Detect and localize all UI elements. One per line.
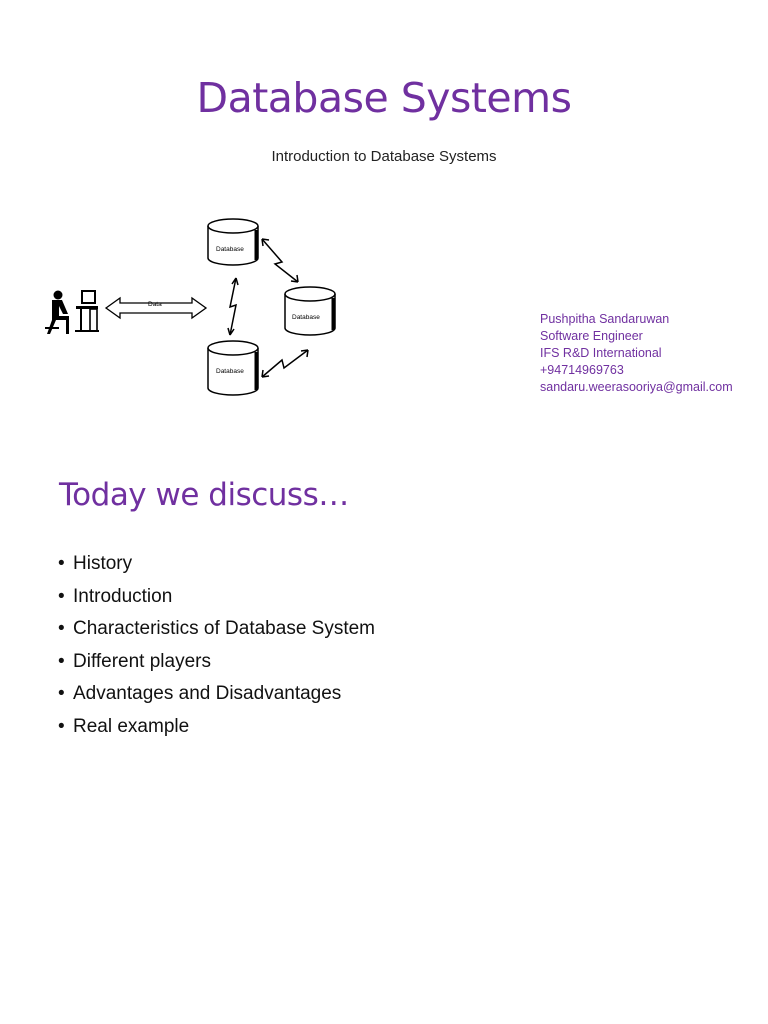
db-label-right: Database [292,314,320,321]
link-top-bottom [227,277,239,336]
presenter-company: IFS R&D International [540,346,662,360]
database-cylinder-right: Database [284,286,336,336]
db-label-bottom: Database [216,368,244,375]
list-item: •Different players [58,646,375,679]
list-item: •Real example [58,711,375,744]
bullet-icon: • [58,585,65,607]
agenda-heading: Today we discuss… [59,477,349,513]
agenda-slide: Today we discuss… •History •Introduction… [0,460,768,1024]
user-workstation-icon [45,290,99,334]
presenter-contact: Pushpitha Sandaruwan Software Engineer I… [540,311,733,396]
list-item: •Advantages and Disadvantages [58,678,375,711]
bullet-icon: • [58,553,65,574]
agenda-list: •History •Introduction •Characteristics … [58,548,375,743]
list-item: •Characteristics of Database System [58,613,375,646]
title-slide: Database Systems Introduction to Databas… [0,0,768,440]
bullet-icon: • [58,715,65,737]
bullet-icon: • [58,683,65,704]
slide-title: Database Systems [196,74,572,122]
list-item: •Introduction [58,581,375,614]
list-item: •History [58,548,375,581]
link-bottom-right [261,349,309,378]
presenter-email: sandaru.weerasooriya@gmail.com [540,380,733,394]
db-label-top: Database [216,246,244,253]
link-top-right [261,238,299,283]
data-arrow: Data [104,296,208,320]
database-diagram: Data Database Database Database [45,218,336,396]
slide-subtitle: Introduction to Database Systems [271,148,497,165]
data-label: Data [148,301,162,308]
database-cylinder-top: Database [207,218,259,266]
bullet-icon: • [58,650,65,672]
presenter-role: Software Engineer [540,329,643,343]
database-cylinder-bottom: Database [207,340,259,396]
presenter-name: Pushpitha Sandaruwan [540,312,670,326]
bullet-icon: • [58,618,65,639]
presenter-phone: +94714969763 [540,363,624,377]
